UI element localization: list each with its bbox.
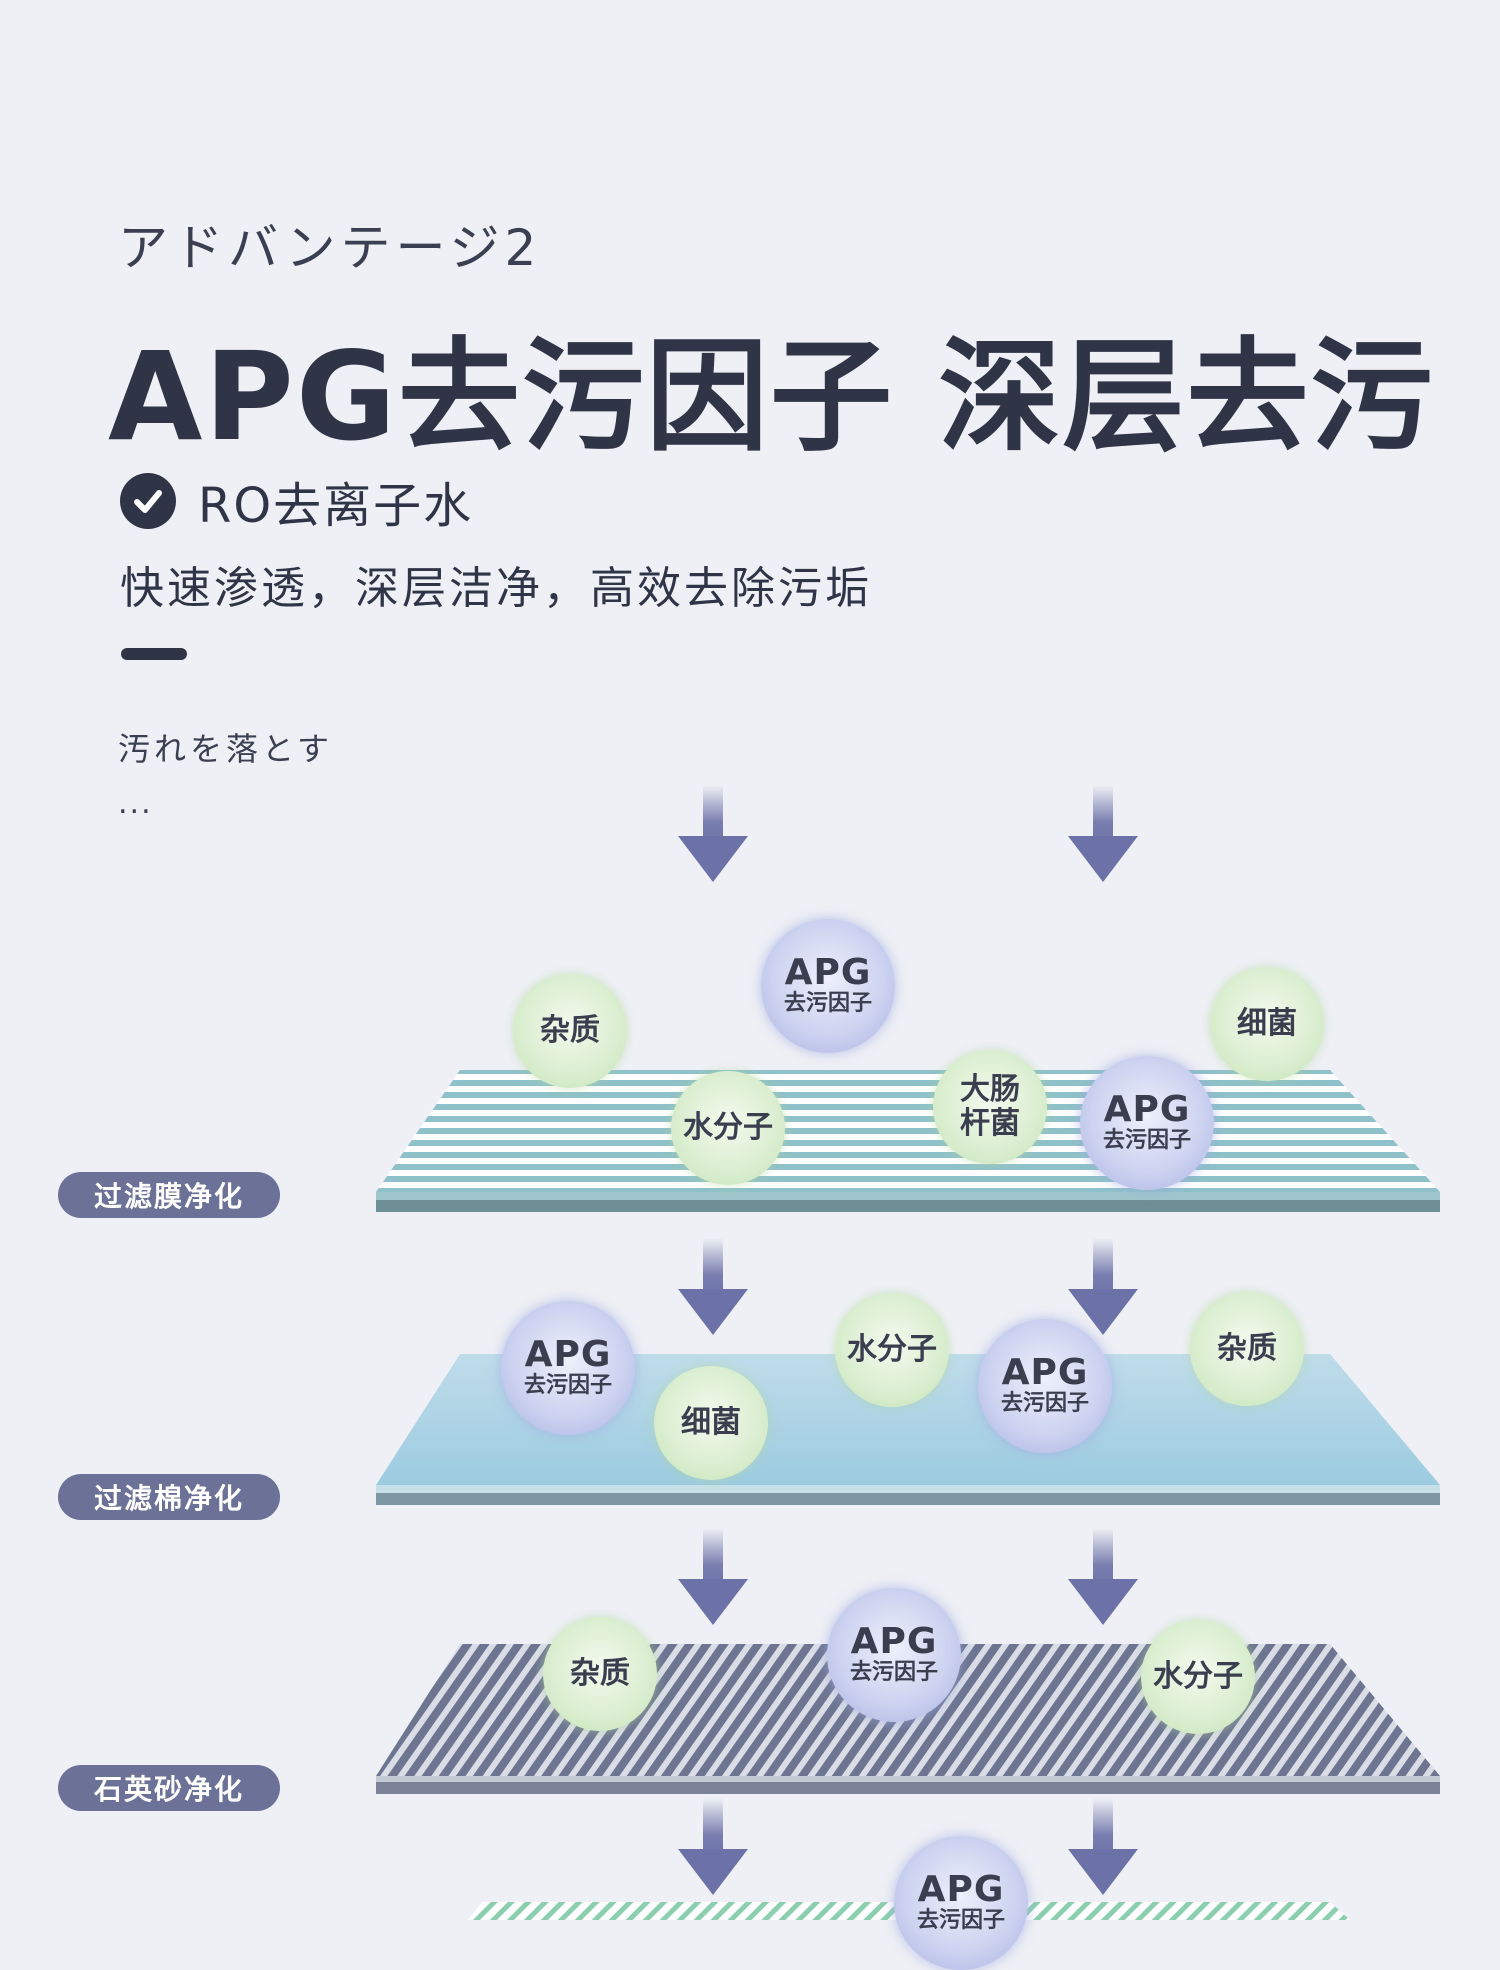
feature-row: RO去离子水 bbox=[120, 466, 473, 536]
water-molecule-bubble: 水分子 bbox=[1141, 1620, 1255, 1734]
ecoli-bubble: 大肠 杆菌 bbox=[933, 1050, 1047, 1164]
impurity-bubble: 杂质 bbox=[513, 974, 627, 1088]
layer-label-sand: 石英砂净化 bbox=[58, 1765, 280, 1811]
cotton-layer bbox=[376, 1354, 1440, 1505]
divider bbox=[121, 648, 187, 660]
arrow-down-icon bbox=[678, 785, 748, 882]
arrow-down-icon bbox=[1068, 1528, 1138, 1625]
feature-label: RO去离子水 bbox=[198, 478, 474, 534]
bacteria-bubble: 细菌 bbox=[1210, 967, 1324, 1081]
impurity-bubble: 杂质 bbox=[543, 1617, 657, 1731]
bacteria-bubble: 细菌 bbox=[654, 1366, 768, 1480]
filter-diagram bbox=[376, 785, 1440, 1920]
arrow-down-icon bbox=[1068, 1238, 1138, 1335]
page-title: APG去污因子 深层去污 bbox=[108, 326, 1435, 468]
membrane-layer bbox=[376, 1070, 1440, 1212]
layer-label-membrane: 过滤膜净化 bbox=[58, 1172, 280, 1218]
jp-caption: 汚れを落とす bbox=[118, 730, 334, 768]
check-circle-icon bbox=[120, 473, 176, 529]
advantage-label: アドバンテージ2 bbox=[118, 219, 542, 277]
arrow-down-icon bbox=[1068, 785, 1138, 882]
subtitle: 快速渗透，深层洁净，高效去除污垢 bbox=[120, 563, 872, 614]
layer-label-cotton: 过滤棉净化 bbox=[58, 1474, 280, 1520]
impurity-bubble: 杂质 bbox=[1190, 1292, 1304, 1406]
arrow-down-icon bbox=[678, 1238, 748, 1335]
arrow-down-icon bbox=[1068, 1798, 1138, 1895]
arrow-down-icon bbox=[678, 1528, 748, 1625]
water-molecule-bubble: 水分子 bbox=[835, 1293, 949, 1407]
water-molecule-bubble: 水分子 bbox=[671, 1071, 785, 1185]
arrow-down-icon bbox=[678, 1798, 748, 1895]
ellipsis: ... bbox=[118, 786, 153, 821]
